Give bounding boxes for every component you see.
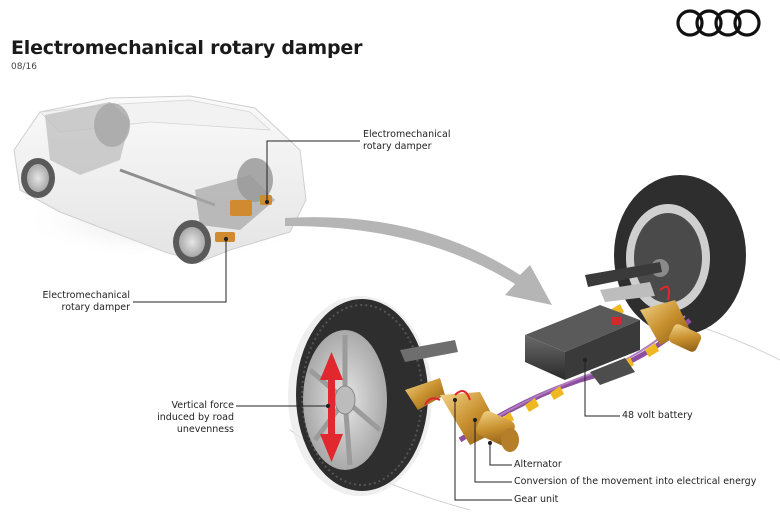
- flow-arrow: [285, 217, 552, 305]
- callout-damper-top-line2: rotary damper: [363, 141, 432, 152]
- callout-battery: 48 volt battery: [622, 410, 693, 421]
- right-wheel: [585, 175, 746, 335]
- callout-damper-top-line1: Electromechanical: [363, 129, 451, 140]
- battery-48v: [525, 305, 640, 385]
- callout-vertical-force-line2: induced by road: [157, 412, 234, 423]
- callout-damper-bottom-line1: Electromechanical: [42, 290, 130, 301]
- car-front-wheel: [21, 158, 55, 198]
- callout-vertical-force-line3: unevenness: [176, 424, 234, 435]
- callout-gear-unit: Gear unit: [514, 494, 559, 505]
- four-rings-logo-icon: [676, 9, 761, 37]
- car-damper-bottom: [215, 232, 235, 242]
- callout-vertical-force: Vertical force induced by road unevennes…: [130, 400, 234, 436]
- callout-vertical-force-line1: Vertical force: [171, 400, 234, 411]
- callout-damper-top: Electromechanical rotary damper: [363, 129, 450, 153]
- page-title: Electromechanical rotary damper: [11, 37, 363, 59]
- callout-damper-bottom: Electromechanical rotary damper: [30, 290, 130, 314]
- car-illustration: [13, 95, 320, 264]
- callout-lines: [133, 140, 620, 501]
- callout-alternator: Alternator: [514, 459, 562, 470]
- rotary-damper-right: [640, 285, 702, 352]
- rotary-damper-left: [405, 378, 519, 452]
- car-battery-part: [230, 200, 252, 216]
- callout-damper-bottom-line2: rotary damper: [61, 302, 131, 313]
- date-label: 08/16: [11, 62, 37, 72]
- car-rear-wheel: [173, 220, 211, 264]
- callout-conversion: Conversion of the movement into electric…: [514, 476, 757, 487]
- vertical-force-arrow: [320, 352, 343, 462]
